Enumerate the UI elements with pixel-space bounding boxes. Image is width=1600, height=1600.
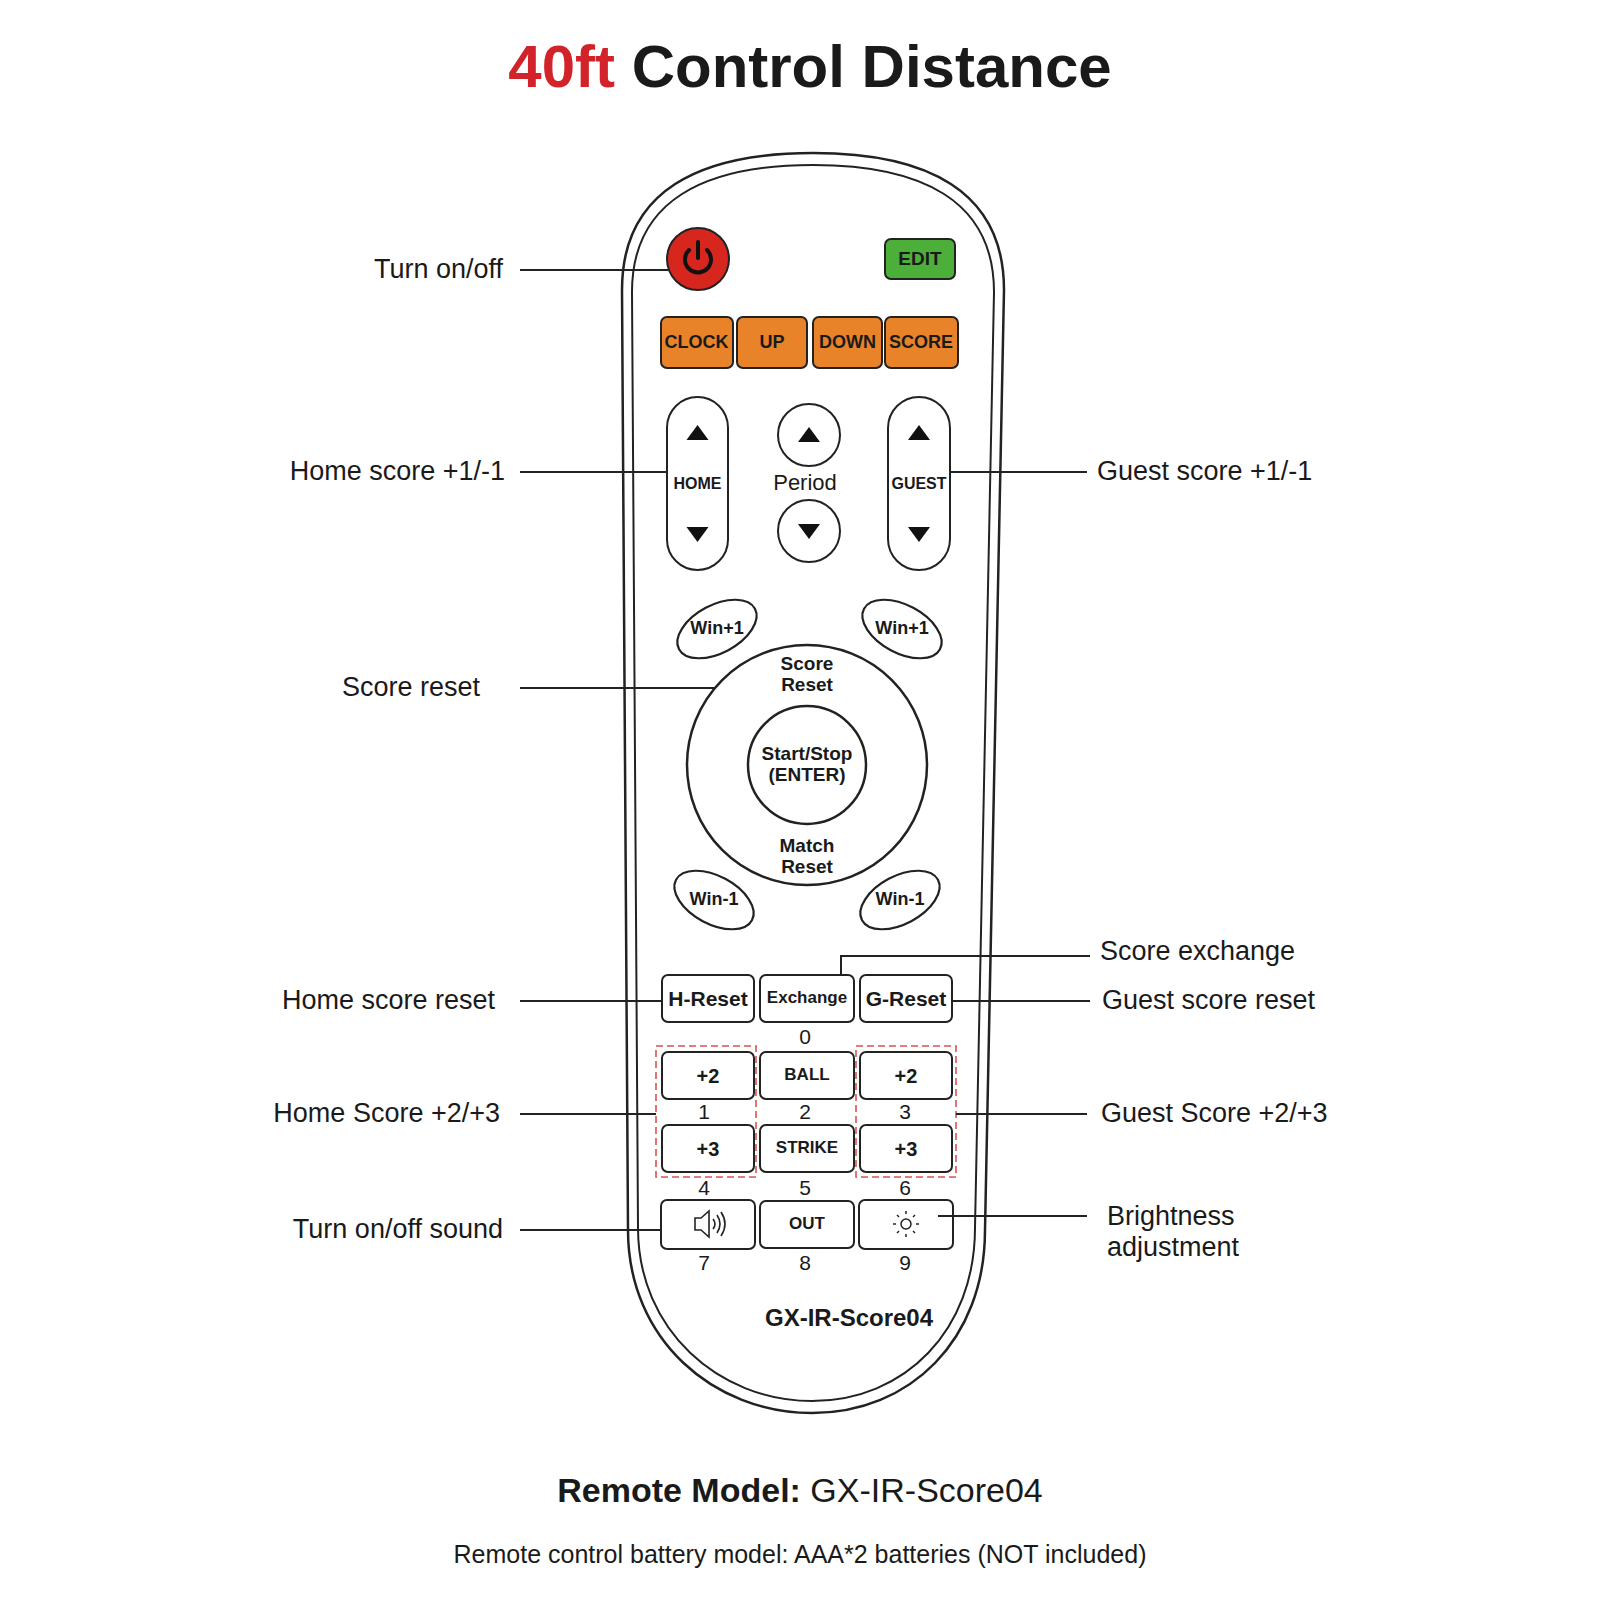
button-text: Win+1 [875, 619, 928, 639]
button-label: Period [773, 470, 837, 495]
win-button: Win-1 [668, 867, 760, 933]
caption-value: GX-IR-Score04 [801, 1471, 1043, 1509]
callout-label: Turn on/off [374, 254, 503, 285]
score-button: +3 [859, 1124, 953, 1173]
score-rocker: HOME [666, 396, 729, 571]
reset-button: H-Reset [661, 974, 755, 1023]
down-arrow [686, 527, 708, 542]
remote-outer-outline [622, 153, 1004, 1413]
button-text: +2 [895, 1065, 918, 1087]
button-text: Win+1 [690, 619, 743, 639]
circle-shape [748, 706, 866, 824]
up-arrow [686, 425, 708, 440]
circle-shape [687, 645, 927, 885]
caption: Remote Model: GX-IR-Score04 [557, 1471, 1043, 1510]
button-text: UP [759, 333, 784, 353]
win-button: Win+1 [671, 596, 763, 662]
leaf-shape [856, 596, 948, 662]
dpad-ring: Score ResetMatch Reset Start/Stop (ENTER) [685, 643, 929, 887]
key-number: 8 [799, 1251, 811, 1275]
button-text: GX-IR-Score04 [765, 1305, 933, 1331]
keypad-button: OUT [759, 1200, 855, 1249]
button-text: DOWN [819, 333, 876, 353]
title: 40ft Control Distance [508, 32, 1111, 101]
key-number: 1 [698, 1100, 710, 1124]
button-text: Match Reset [780, 836, 835, 878]
enter-button: Start/Stop (ENTER) [746, 704, 868, 826]
callout-label: Score reset [342, 672, 480, 703]
button-text: EDIT [898, 249, 941, 270]
function-button: SCORE [884, 316, 959, 369]
leaf-shape [671, 596, 763, 662]
button-text: Win-1 [690, 890, 739, 910]
sound-button [661, 1200, 755, 1249]
callout-label: Home score +1/-1 [290, 456, 505, 487]
callout-label: Brightness adjustment [1107, 1201, 1239, 1263]
title-highlight: 40ft [508, 33, 615, 100]
callout-label: Score exchange [1100, 936, 1295, 967]
key-number: 9 [899, 1251, 911, 1275]
key-number: 6 [899, 1176, 911, 1200]
button-text: BALL [784, 1066, 829, 1085]
button-text: CLOCK [665, 333, 729, 353]
function-button: UP [736, 316, 808, 369]
leaf-shape [668, 867, 760, 933]
title-rest: Control Distance [615, 33, 1112, 100]
leaf-shape [854, 867, 946, 933]
up-arrow [908, 425, 930, 440]
dashed-group-box [656, 1046, 956, 1177]
score-button: +3 [661, 1124, 755, 1173]
callout-label: Guest score +1/-1 [1097, 456, 1312, 487]
down-arrow [908, 527, 930, 542]
function-button: DOWN [812, 316, 883, 369]
button-text: Score Reset [781, 654, 834, 696]
button-text: G-Reset [866, 987, 947, 1010]
callout-label: Guest score reset [1102, 985, 1315, 1016]
button-text: Start/Stop (ENTER) [762, 744, 853, 786]
button-text: H-Reset [668, 987, 747, 1010]
button-text: OUT [789, 1215, 825, 1234]
button-text: +3 [895, 1138, 918, 1160]
win-button: Win-1 [854, 867, 946, 933]
reset-button: G-Reset [859, 974, 953, 1023]
button-text: Win-1 [876, 890, 925, 910]
button-text: HOME [674, 475, 722, 493]
score-button: +2 [859, 1051, 953, 1100]
callout-label: Turn on/off sound [293, 1214, 503, 1245]
button-text: GUEST [891, 475, 946, 493]
keypad-button: STRIKE [759, 1124, 855, 1173]
button-text: STRIKE [776, 1139, 838, 1158]
key-number: 3 [899, 1100, 911, 1124]
edit-button: EDIT [884, 238, 956, 280]
button-text: SCORE [889, 333, 953, 353]
score-rocker: GUEST [887, 396, 951, 571]
button-text: Exchange [767, 989, 847, 1008]
button-text: +2 [697, 1065, 720, 1087]
callout-label: Home Score +2/+3 [273, 1098, 500, 1129]
caption-key: Remote Model: [557, 1471, 801, 1509]
leader-lines [520, 270, 1090, 1230]
callout-label: Guest Score +2/+3 [1101, 1098, 1328, 1129]
key-number: 5 [799, 1176, 811, 1200]
score-button: +2 [661, 1051, 755, 1100]
key-number: 2 [799, 1100, 811, 1124]
win-button: Win+1 [856, 596, 948, 662]
keypad-button: BALL [759, 1051, 855, 1100]
brightness-button [859, 1200, 953, 1249]
button-text: +3 [697, 1138, 720, 1160]
key-number: 4 [698, 1176, 710, 1200]
remote-body: GX-IR-Score04 EDIT CLOCK UP DOWN SCORE HOME GUE… [622, 153, 1005, 1413]
exchange-button: Exchange [759, 974, 855, 1023]
battery-note: Remote control battery model: AAA*2 batt… [454, 1540, 1147, 1569]
callout-label: Home score reset [282, 985, 495, 1016]
power-button [667, 228, 729, 290]
key-number: 0 [799, 1025, 811, 1049]
key-number: 7 [698, 1251, 710, 1275]
function-button: CLOCK [660, 316, 734, 369]
